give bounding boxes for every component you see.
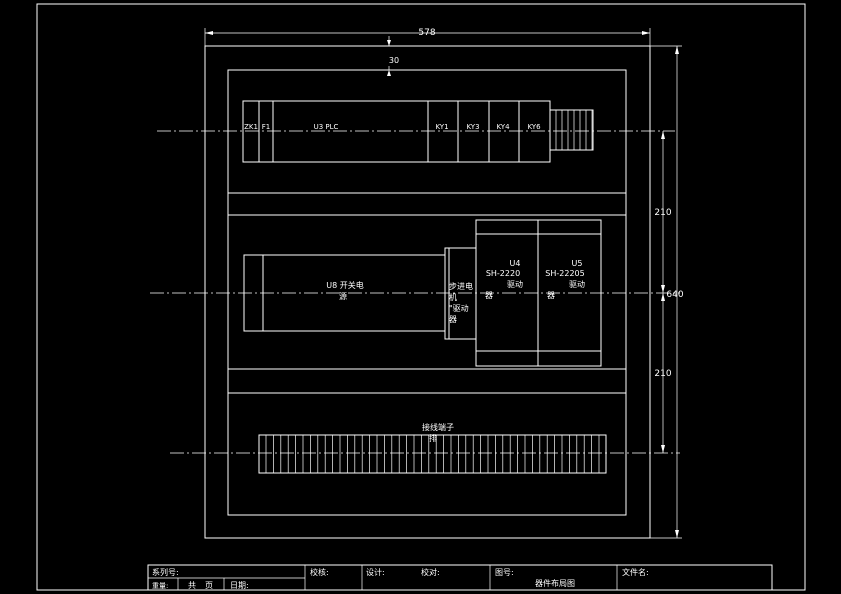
terminal-label-1: 接线端子 <box>422 422 454 432</box>
relay-ky3 <box>457 100 490 163</box>
zk1-breaker <box>242 100 260 163</box>
terminal-strip-slots <box>265 435 600 473</box>
dim-arrow <box>642 31 650 35</box>
dim-row-lower-label: 210 <box>654 369 671 379</box>
pages-label: 页 <box>205 581 213 590</box>
dim-height-label: 640 <box>666 290 683 300</box>
f1-label: F1 <box>262 123 270 131</box>
drawing-frame <box>36 3 806 591</box>
dim-row-upper-label: 210 <box>654 208 671 218</box>
plc-module <box>272 100 429 163</box>
date-label: 日期: <box>230 581 249 590</box>
u4-label-1: U4 <box>510 259 521 268</box>
u4-label-2: SH-2220 <box>486 269 520 278</box>
plc-label: U3 PLC <box>314 123 339 131</box>
total-label: 共 <box>188 581 196 590</box>
dim-arrow <box>387 40 391 46</box>
dim-arrow <box>675 46 679 54</box>
top-component-row: ZK1 F1 U3 PLC KY1 KY3 KY4 KY6 <box>242 100 594 163</box>
u5-label-2: SH-22205 <box>545 269 584 278</box>
terminal-stub-pins <box>555 110 593 150</box>
drawing-name: 器件布局图 <box>535 578 575 588</box>
f1-fuse <box>258 100 274 163</box>
mounting-panel <box>227 69 627 516</box>
relay-ky1 <box>427 100 459 163</box>
title-block: 系列号: 重量: 共 页 日期: 校核: 设计: 校对: 图号: 器件布局图 文… <box>147 564 773 591</box>
dim-arrow <box>661 285 665 293</box>
weight-label: 重量: <box>152 582 168 590</box>
u5-label-1: U5 <box>572 259 583 268</box>
dim-arrow <box>675 530 679 538</box>
ky1-label: KY1 <box>435 123 448 131</box>
u5-label-3: 驱动 <box>569 279 585 289</box>
dim-width-label: 578 <box>418 28 435 38</box>
zk1-label: ZK1 <box>244 123 258 131</box>
u4-label-4: 器 <box>485 291 493 300</box>
file-name-label: 文件名: <box>622 567 649 577</box>
psu-label-2: 源 <box>339 292 347 301</box>
relay-ky6 <box>518 100 551 163</box>
dim-arrow <box>661 293 665 301</box>
dim-arrow <box>387 70 391 76</box>
stepper-label-1: 步进电 <box>449 281 473 291</box>
drawing-no-label: 图号: <box>495 568 514 577</box>
dim-arrow <box>661 445 665 453</box>
terminal-stub <box>549 109 594 151</box>
terminal-label-2: 排 <box>429 433 437 443</box>
ky6-label: KY6 <box>527 123 541 131</box>
title-block-frame <box>147 564 773 591</box>
dim-arrow <box>205 31 213 35</box>
design-label: 设计: <box>366 567 385 577</box>
u5-label-4: 器 <box>547 291 555 300</box>
middle-component-row: U8 开关电 源 步进电 机 "驱动 器 U4 SH-2220 驱动 器 U5 … <box>243 219 602 367</box>
series-no-label: 系列号: <box>152 567 179 577</box>
cabinet-outline <box>204 45 651 539</box>
stepper-label-4: 器 <box>449 315 457 324</box>
psu-label-1: U8 开关电 <box>326 280 364 290</box>
dim-arrow <box>661 131 665 139</box>
u4-label-3: 驱动 <box>507 279 523 289</box>
stepper-label-2: 机 <box>449 292 457 302</box>
relay-ky4 <box>488 100 520 163</box>
ky4-label: KY4 <box>496 123 510 131</box>
ky3-label: KY3 <box>466 123 479 131</box>
stepper-label-3: "驱动 <box>449 303 469 313</box>
dim-margin-label: 30 <box>389 56 399 65</box>
terminal-strip <box>258 434 607 474</box>
proofread-label: 校对: <box>421 567 440 577</box>
review-label: 校核: <box>310 567 329 577</box>
terminal-strip-row: 接线端子 排 <box>258 422 607 474</box>
